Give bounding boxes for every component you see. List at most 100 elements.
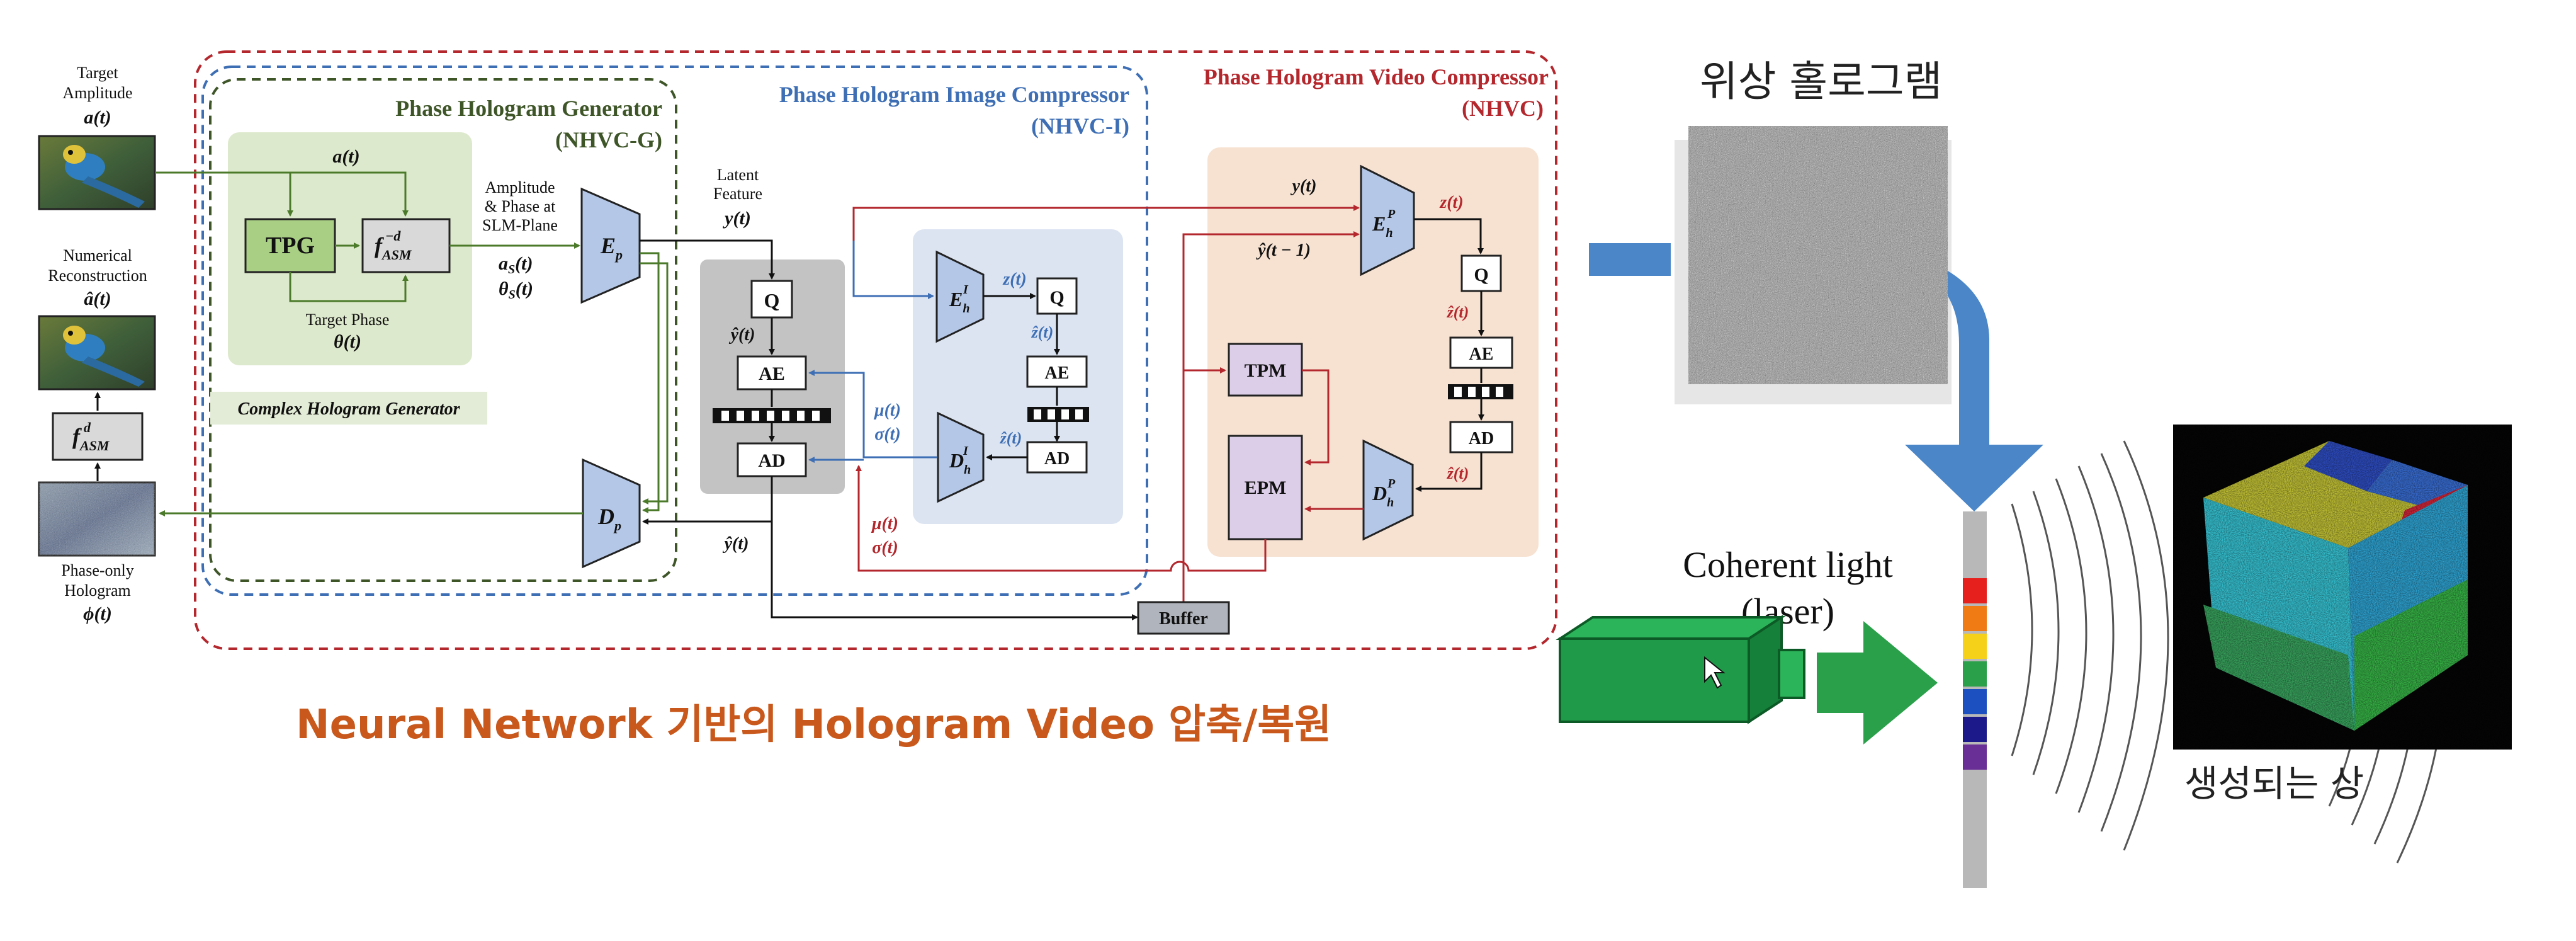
- nhvc-subtitle: (NHVC): [1462, 96, 1544, 121]
- svg-text:Dh: Dh: [1372, 482, 1394, 510]
- arrow-y-to-ehi: [852, 241, 934, 299]
- nhvc-g-box: [209, 78, 677, 582]
- as-symbol: aS(t): [499, 253, 533, 277]
- dp-decoder: Dp: [582, 458, 641, 569]
- svg-text:AD: AD: [758, 450, 785, 471]
- blue-bar-left: [1589, 243, 1671, 276]
- phase-only-hologram-image: [38, 481, 156, 557]
- latent-y-symbol: y(t): [723, 208, 751, 229]
- blue-down-arrow: [1905, 271, 2043, 511]
- svg-text:P: P: [1387, 477, 1396, 491]
- f-asm-block: fASM −d: [361, 218, 451, 273]
- nhvc-g-title: Phase Hologram Generator: [395, 96, 662, 121]
- amp-phase-label-1: Amplitude: [485, 178, 555, 197]
- coherent-light-label: Coherent light: [1683, 544, 1892, 585]
- ae-block-video: AE: [1449, 336, 1513, 369]
- zhat2-symbol-image: ẑ(t): [1000, 429, 1022, 447]
- z-symbol-image: z(t): [1002, 270, 1026, 289]
- nhvc-i-title: Phase Hologram Image Compressor: [779, 82, 1129, 107]
- spectrum-bars: [1963, 578, 1987, 770]
- spectrum-bar-7: [1963, 744, 1987, 770]
- svg-text:fASM: fASM: [375, 233, 412, 263]
- svg-text:Eh: Eh: [949, 288, 969, 316]
- q-block-video: Q: [1460, 254, 1502, 292]
- yhat-prev-symbol: ŷ(t − 1): [1256, 241, 1311, 260]
- dhp-decoder: Dh P: [1362, 439, 1414, 541]
- arrow-ad-to-buffer: [771, 476, 1138, 620]
- spectrum-bar-3: [1963, 634, 1987, 659]
- svg-text:Dh: Dh: [949, 449, 971, 477]
- target-phase-symbol: θ(t): [334, 331, 361, 352]
- numerical-reconstruction-symbol: â(t): [84, 288, 111, 309]
- q-block-image: Q: [750, 280, 793, 319]
- left-input-column: Target Amplitude a(t) Numerical Reconstr…: [38, 64, 156, 624]
- nhvc-g-subtitle: (NHVC-G): [555, 127, 662, 152]
- svg-text:AD: AD: [1469, 429, 1494, 448]
- svg-text:Eh: Eh: [1372, 212, 1393, 240]
- ep-encoder: Ep: [580, 187, 641, 304]
- phase-only-label-2: Hologram: [64, 581, 130, 600]
- svg-text:EPM: EPM: [1245, 477, 1287, 498]
- mu-symbol-video: μ(t): [871, 514, 898, 533]
- svg-text:AE: AE: [1045, 363, 1070, 383]
- target-amplitude-label-2: Amplitude: [62, 84, 132, 102]
- laser-device: [1556, 615, 1805, 724]
- tpg-block: TPG: [244, 218, 336, 273]
- svg-text:AE: AE: [759, 363, 785, 384]
- phase-hologram-noise: [1688, 126, 1948, 384]
- arrow-dhi-to-ae: [808, 370, 937, 459]
- svg-text:Q: Q: [764, 289, 780, 312]
- z-symbol-video: z(t): [1439, 193, 1463, 212]
- nhvc-i-box: [201, 66, 1148, 596]
- phase-only-symbol: ϕ(t): [83, 603, 112, 624]
- fasm-sup: d: [84, 419, 91, 435]
- svg-text:P: P: [1387, 207, 1396, 221]
- phase-only-label-1: Phase-only: [61, 561, 134, 579]
- complex-hologram-label: Complex Hologram Generator: [237, 399, 460, 419]
- ad-block-image: AD: [737, 442, 807, 477]
- latent-feature-label-2: Feature: [713, 185, 762, 203]
- complex-hologram-generator-panel: [228, 132, 472, 365]
- right-panel: 위상 홀로그램: [1556, 57, 2512, 888]
- ae-block-hyper: AE: [1026, 355, 1088, 388]
- numerical-reconstruction-label-2: Reconstruction: [48, 266, 147, 285]
- spectrum-bar-6: [1963, 717, 1987, 742]
- ehp-encoder: Eh P: [1360, 164, 1415, 277]
- numerical-reconstruction-label-1: Numerical: [63, 246, 132, 265]
- target-amplitude-image: [38, 135, 156, 210]
- arrow-ep-to-q: [640, 239, 775, 280]
- arrow-buffer-to-ehp: [1182, 231, 1360, 605]
- zhat-symbol-image: ẑ(t): [1031, 323, 1054, 341]
- yhat-out-symbol: ŷ(t): [723, 534, 749, 554]
- q-block-hyper: Q: [1036, 277, 1078, 315]
- amp-phase-label-3: SLM-Plane: [482, 216, 558, 234]
- arrow-y-to-ehp: [852, 205, 1360, 241]
- svg-text:Q: Q: [1474, 265, 1488, 285]
- spectrum-bar-5: [1963, 689, 1987, 714]
- spectrum-bar-1: [1963, 578, 1987, 603]
- svg-text:Q: Q: [1049, 287, 1064, 308]
- ad-block-hyper: AD: [1026, 441, 1088, 474]
- arrow-ep-to-dp-2: [640, 262, 669, 505]
- fasm-block: fASM d: [52, 412, 144, 461]
- arrow-ep-to-dp-1: [640, 252, 660, 513]
- svg-text:AE: AE: [1469, 345, 1494, 364]
- zhat-symbol-video: ẑ(t): [1447, 303, 1469, 321]
- svg-text:Dp: Dp: [597, 504, 621, 533]
- generated-cube-image: [2173, 425, 2512, 750]
- bitstream-hyper: [1027, 407, 1089, 422]
- nhvc-title: Phase Hologram Video Compressor: [1204, 64, 1549, 89]
- mu-symbol-image: μ(t): [873, 401, 901, 420]
- fasm-f: f: [72, 424, 82, 449]
- thetas-symbol: θS(t): [499, 278, 533, 302]
- svg-text:Buffer: Buffer: [1159, 609, 1208, 629]
- svg-text:AD: AD: [1044, 449, 1070, 469]
- tpm-block: TPM: [1228, 343, 1303, 397]
- arrow-epm-to-coder: [856, 465, 1267, 572]
- ad-block-video: AD: [1449, 421, 1513, 453]
- latent-feature-label-1: Latent: [717, 166, 759, 184]
- generated-image-label: 생성되는 상: [2184, 762, 2364, 805]
- svg-text:TPG: TPG: [266, 232, 315, 259]
- dhi-decoder: Dh I: [937, 411, 985, 503]
